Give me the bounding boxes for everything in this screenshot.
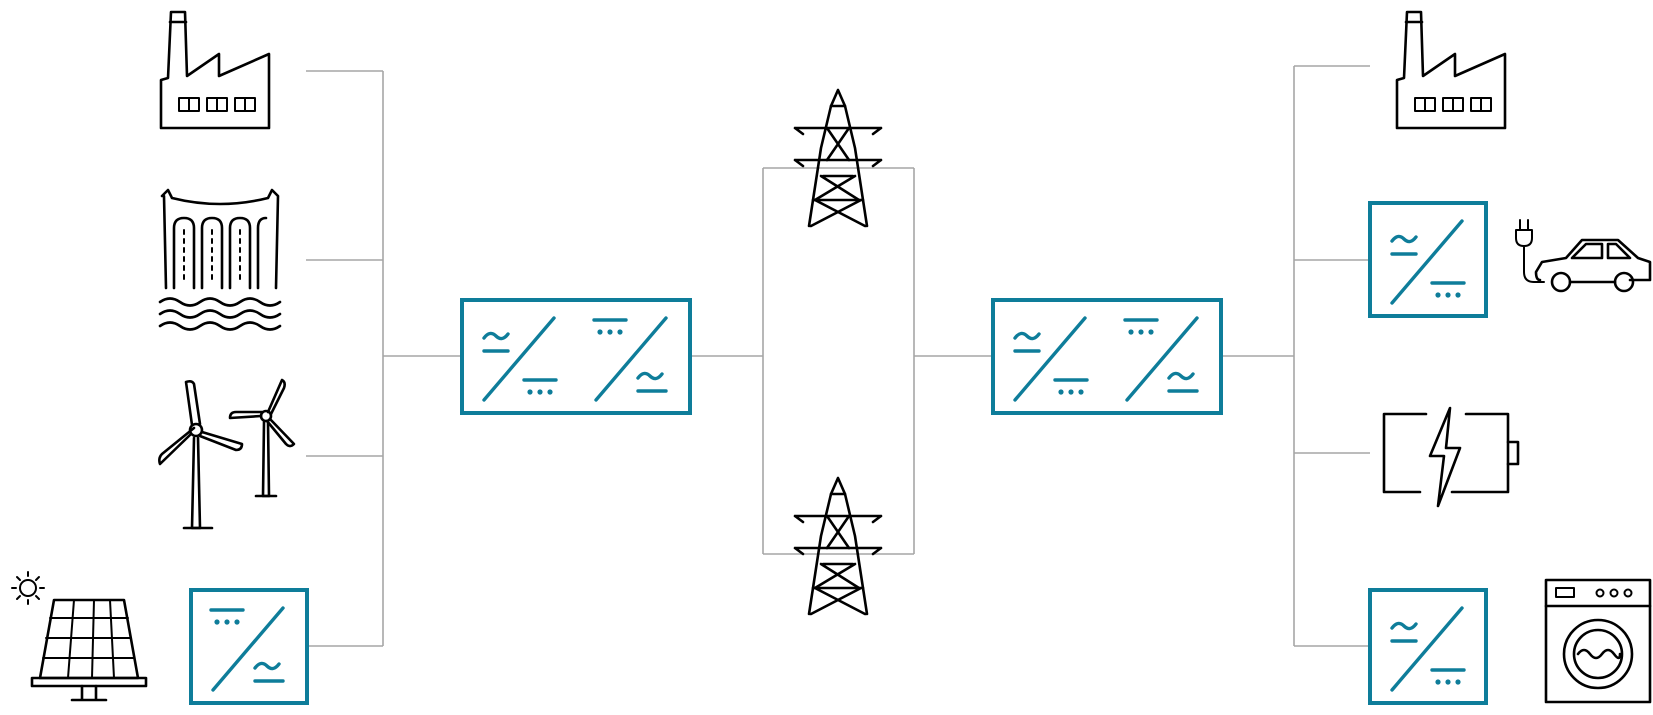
washing-machine-icon [1544, 578, 1652, 704]
converter-frame [991, 298, 1223, 415]
grid-wiring [306, 65, 1370, 647]
converter-solar-dc-ac [189, 588, 309, 705]
pylon-icon-top [793, 88, 883, 228]
converter-ev-charger [1368, 201, 1488, 318]
hydro-dam-icon [158, 188, 282, 331]
converter-frame [460, 298, 692, 415]
pylon-icon-bottom [793, 476, 883, 616]
converter-hub-right [991, 298, 1223, 415]
converter-appliance-supply [1368, 588, 1488, 705]
wind-turbines-icon [158, 378, 296, 530]
factory-icon-load [1395, 10, 1507, 130]
converter-hub-left [460, 298, 692, 415]
factory-icon [159, 10, 271, 130]
electric-car-icon [1514, 218, 1652, 293]
battery-icon [1382, 406, 1520, 508]
solar-panel-icon [10, 570, 148, 702]
